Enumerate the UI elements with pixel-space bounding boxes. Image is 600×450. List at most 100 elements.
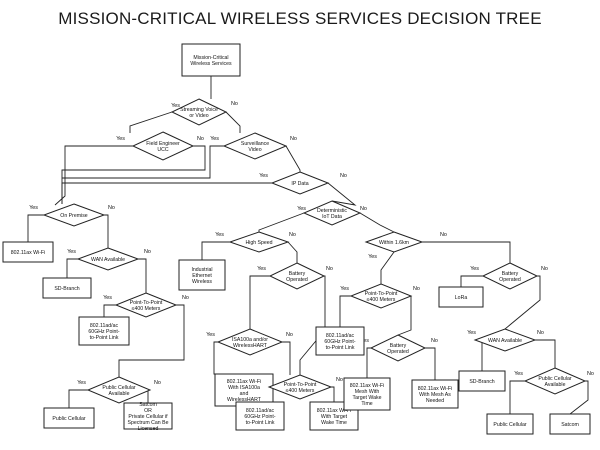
node-label-line: Licensed — [138, 426, 159, 432]
decision-shape — [473, 328, 537, 352]
outcome-box — [181, 43, 241, 77]
node-label-line: and — [240, 391, 249, 397]
node-label-line: Operated — [286, 277, 308, 283]
node-label-line: 802.11ad/ac — [326, 333, 355, 339]
node-label-line: Surveillance — [241, 141, 269, 147]
decision-node-wan-available-1: WAN Available — [76, 247, 140, 271]
node-label-line: Needed — [426, 398, 444, 404]
edge-label: Yes — [77, 380, 86, 386]
outcome-box — [458, 370, 506, 392]
node-label-line: Public Cellular — [102, 385, 135, 391]
edge-ip_data-to-on_premise — [61, 182, 272, 204]
edge-wan_available_1-to-ptp_1 — [138, 258, 147, 293]
node-label-line: Point-To-Point — [365, 291, 398, 297]
outcome-node-public-cellular-2: Public Cellular — [486, 413, 534, 435]
node-label-line: ISA100a and/or — [232, 337, 268, 343]
decision-shape — [270, 171, 330, 195]
edge-within_16km-to-battery_3 — [422, 241, 511, 263]
edge-battery_1-to-isa100 — [249, 275, 270, 329]
edge-label: No — [413, 286, 420, 292]
decision-shape — [42, 203, 106, 227]
node-label-line: Private Cellular if — [128, 414, 168, 420]
node-label-line: 60GHz Point- — [324, 339, 355, 345]
outcome-box — [549, 413, 591, 435]
decision-shape — [481, 262, 539, 290]
decision-shape — [170, 98, 228, 126]
node-label-line: WirelessHART — [233, 343, 268, 349]
node-label-line: With ISA100a — [228, 385, 260, 391]
edge-wan_available_1-to-sd_branch_1 — [66, 258, 78, 278]
edge-label: Yes — [206, 332, 215, 338]
edge-field_engineer-to-on_premise — [54, 145, 133, 206]
node-label-line: Wake Time — [321, 420, 347, 426]
outcome-node-satcom: Satcom — [549, 413, 591, 435]
node-label-line: Operated — [387, 349, 409, 355]
node-label-line: Satcom — [139, 402, 157, 408]
node-label-line: Point-To-Point — [284, 382, 317, 388]
node-label-line: Video — [248, 147, 261, 153]
edge-wan_available_2-to-sd_branch_2 — [475, 339, 483, 371]
node-label-line: OR — [144, 408, 152, 414]
outcome-box — [214, 373, 274, 407]
edge-battery_3-to-lora — [460, 275, 483, 287]
edge-label: No — [541, 266, 548, 272]
edge-public_cellular_avail_2-to-satcom — [569, 380, 589, 415]
edge-label: No — [340, 173, 347, 179]
edge-label: No — [326, 266, 333, 272]
edge-label: Yes — [116, 136, 125, 142]
edge-field_engineer-to-on_premise — [61, 145, 206, 204]
decision-shape — [228, 231, 290, 253]
decision-shape — [222, 132, 288, 160]
node-label-line: Battery — [289, 271, 306, 277]
edge-label: No — [231, 101, 238, 107]
node-label-line: Ethernet — [192, 273, 212, 279]
outcome-box — [315, 326, 365, 356]
edge-label: No — [587, 371, 594, 377]
edge-surveillance-to-on_premise — [62, 145, 224, 179]
node-label-line: ≤400 Meters — [367, 297, 396, 303]
edge-label: Yes — [514, 371, 523, 377]
node-label-line: 802.11ax Wi-Fi — [317, 408, 352, 414]
edge-streaming-to-field_engineer — [129, 111, 173, 133]
decision-node-wan-available-2: WAN Available — [473, 328, 537, 352]
edge-battery_2-to-wifi_mesh_twt — [366, 347, 371, 378]
edge-label: No — [286, 332, 293, 338]
edge-label: No — [182, 295, 189, 301]
node-label-line: Wireless Services — [190, 61, 232, 67]
node-label-line: to-Point Link — [90, 335, 119, 341]
decision-node-high-speed: High Speed — [228, 231, 290, 253]
node-label-line: LoRa — [455, 295, 468, 301]
node-label-line: WAN Available — [488, 338, 522, 344]
edge-label: No — [154, 380, 161, 386]
decision-shape — [369, 334, 427, 362]
edge-label: Yes — [29, 205, 38, 211]
edge-label: No — [336, 377, 343, 383]
outcome-box — [411, 379, 459, 409]
edge-deterministic-to-high_speed — [258, 212, 305, 232]
edge-label: No — [108, 205, 115, 211]
edge-within_16km-to-ptp_3 — [380, 251, 395, 284]
decision-shape — [86, 376, 152, 404]
decision-shape — [216, 328, 284, 356]
node-label-line: ≤400 Meters — [132, 306, 161, 312]
edge-label: Yes — [259, 173, 268, 179]
edge-label: Yes — [257, 266, 266, 272]
edge-label: Yes — [210, 136, 219, 142]
edge-high_speed-to-battery_1 — [287, 241, 298, 263]
node-label-line: Time — [361, 401, 372, 407]
outcome-node-sd-branch-1: SD-Branch — [42, 277, 92, 299]
outcome-box — [235, 401, 285, 431]
edge-ptp_1-to-ad_ac_1 — [103, 304, 116, 317]
node-label-line: IoT Data — [322, 214, 342, 220]
node-label-line: With Mesh As — [419, 392, 451, 398]
edge-label: No — [290, 136, 297, 142]
